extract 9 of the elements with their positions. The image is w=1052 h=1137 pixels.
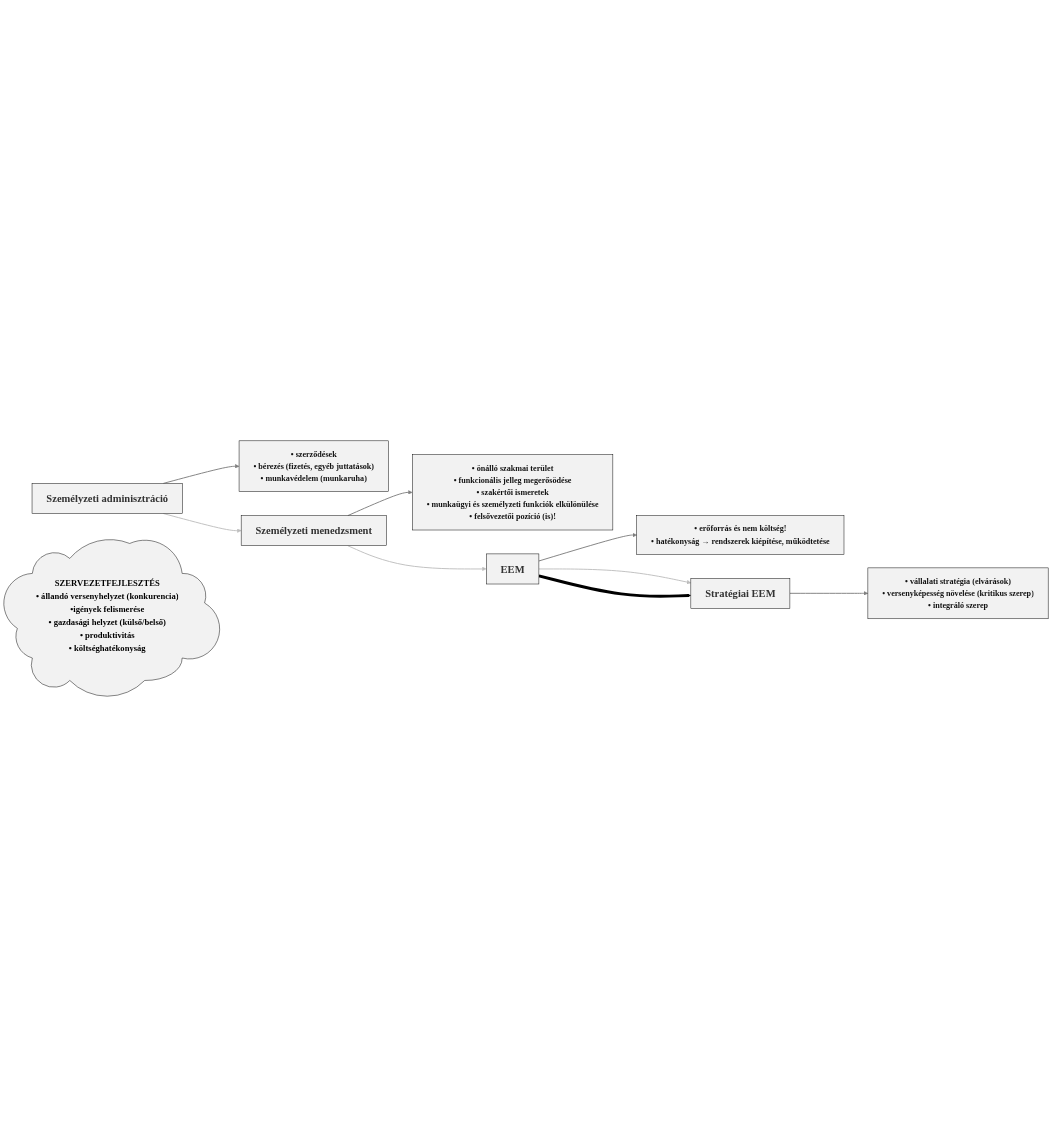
node-box: • erőforrás és nem költség! • hatékonyság → rendszerek kiépítése, működtetése	[636, 515, 845, 555]
node-box: • szerződések • bérezés (fizetés, egyéb juttatások) • munkavédelem (munkaruha)	[238, 440, 389, 492]
arrow	[538, 574, 692, 598]
node-box: • vállalati stratégia (elvárások) • versenyképesség növelése (kritikus szerep) • integráló szerep	[867, 567, 1049, 619]
node-box: EEM	[486, 553, 540, 585]
node-box: Személyzeti menedzsment	[240, 515, 387, 546]
node-box: Személyzeti adminisztráció	[31, 483, 183, 514]
node-box: • önálló szakmai terület • funkcionális jelleg megerősödése • szakértői ismeretek • munkaügyi és személyzeti funkciók elkülönülése • felsővezetői pozíció (is)!	[412, 454, 614, 531]
node-box: Stratégiai EEM	[690, 578, 791, 609]
